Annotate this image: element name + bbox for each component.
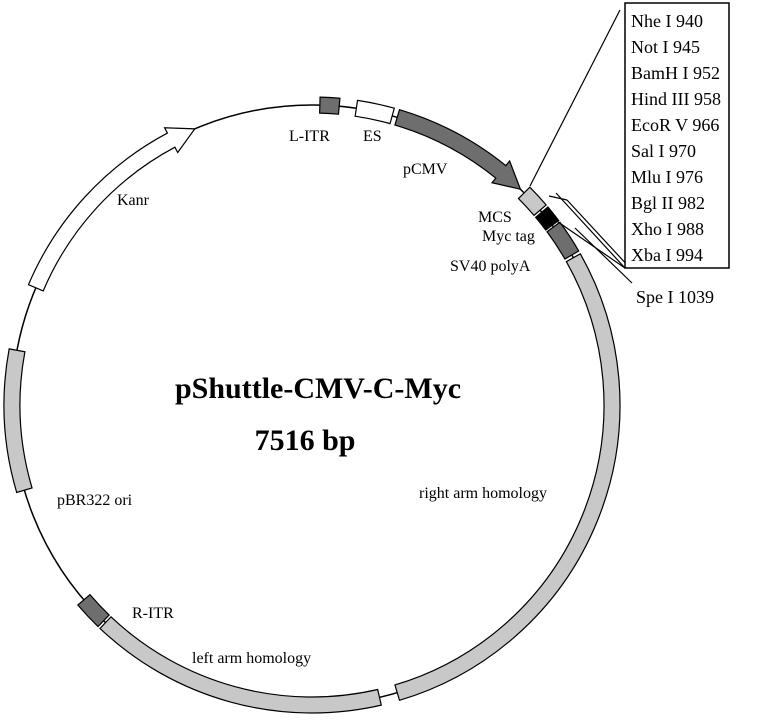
mcs-site-item: Sal I 970 (631, 141, 696, 161)
label-right-arm-homology: right arm homology (419, 485, 547, 502)
segment-litr (319, 96, 341, 115)
segment-pcmv (394, 108, 522, 191)
mcs-site-item: EcoR V 966 (631, 115, 719, 135)
label-r-itr: R-ITR (132, 605, 174, 622)
plasmid-name: pShuttle-CMV-C-Myc (175, 372, 461, 405)
label-left-arm-homology: left arm homology (192, 650, 311, 667)
label-myc-tag: Myc tag (482, 228, 535, 245)
segment-sv40 (546, 221, 580, 260)
mcs-site-item: Xho I 988 (631, 219, 704, 239)
feature-segments (3, 96, 621, 714)
mcs-site-item: Xba I 994 (631, 245, 703, 265)
segment-ritr (76, 593, 111, 628)
mcs-site-box (624, 2, 730, 269)
segment-larm (99, 615, 383, 714)
segment-es (354, 99, 396, 125)
mcs-site-item: Bgl II 982 (631, 193, 705, 213)
segment-rarm (394, 252, 621, 702)
label-mcs: MCS (478, 209, 512, 226)
mcs-site-item: Hind III 958 (631, 89, 721, 109)
mcs-callout-lines (529, 9, 633, 284)
segment-kanr (27, 127, 196, 292)
segment-pbr (3, 348, 33, 494)
mcs-site-item: Not I 945 (631, 37, 700, 57)
label-sv40-polya: SV40 polyA (450, 258, 531, 275)
label-pcmv: pCMV (403, 161, 448, 178)
label-litr: L-ITR (289, 128, 330, 145)
segment-myc (534, 206, 560, 231)
plasmid-size: 7516 bp (255, 424, 356, 457)
label-kanr: Kanr (117, 192, 150, 209)
spe-site-label: Spe I 1039 (636, 287, 714, 307)
mcs-site-item: Nhe I 940 (631, 11, 703, 31)
label-es: ES (363, 128, 382, 145)
label-pbr322-ori: pBR322 ori (57, 492, 133, 509)
mcs-site-item: Mlu I 976 (631, 167, 703, 187)
segment-mcs (517, 186, 548, 217)
mcs-site-item: BamH I 952 (631, 63, 720, 83)
